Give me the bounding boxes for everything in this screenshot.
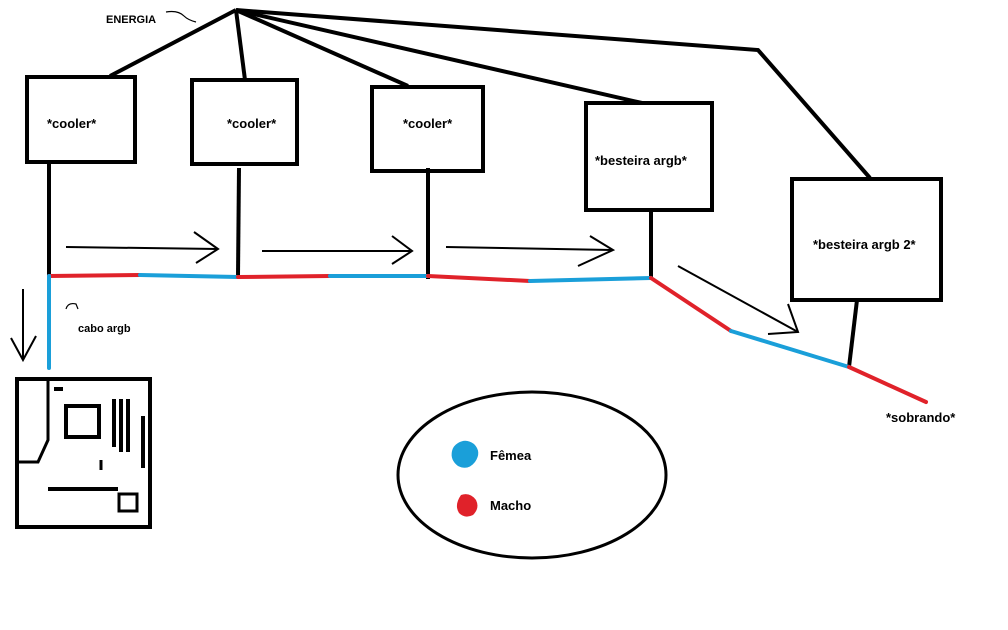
cooler-box-3: [370, 85, 485, 173]
leftover-label: *sobrando*: [886, 410, 956, 425]
chain-segment-male: [426, 274, 532, 283]
chain-segment-male: [47, 273, 142, 278]
drop-wires: [47, 162, 859, 368]
power-wires: [109, 8, 872, 180]
strip-box-2: [790, 177, 943, 302]
cooler-label-1: *cooler*: [47, 116, 97, 131]
cable-label: cabo argb: [78, 323, 131, 335]
cooler-box-1: [25, 75, 137, 164]
legend-female-label: Fêmea: [490, 448, 532, 463]
chain-segment-female: [528, 276, 653, 283]
strip-label-2: *besteira argb 2*: [813, 237, 917, 252]
flow-arrows: [10, 231, 800, 363]
chain-segment-male: [649, 276, 733, 333]
strip-label-1: *besteira argb*: [595, 153, 688, 168]
argb-chain: [47, 273, 928, 404]
chain-segment-male: [847, 365, 928, 404]
power-label: ENERGIA: [106, 14, 156, 26]
strip-box-1: [584, 101, 714, 212]
cooler-label-3: *cooler*: [403, 116, 453, 131]
chain-segment-female: [729, 329, 851, 369]
chain-segment-female: [138, 273, 240, 279]
legend-female-swatch: [451, 440, 479, 468]
legend-male-swatch: [456, 494, 478, 517]
chain-segment-male: [236, 274, 332, 279]
cable-pointer: [65, 302, 79, 310]
motherboard-icon: [15, 377, 152, 529]
legend-frame: [396, 390, 668, 560]
legend-male-label: Macho: [490, 498, 531, 513]
power-pointer: [165, 10, 197, 23]
cooler-box-2: [190, 78, 299, 166]
cooler-label-2: *cooler*: [227, 116, 277, 131]
